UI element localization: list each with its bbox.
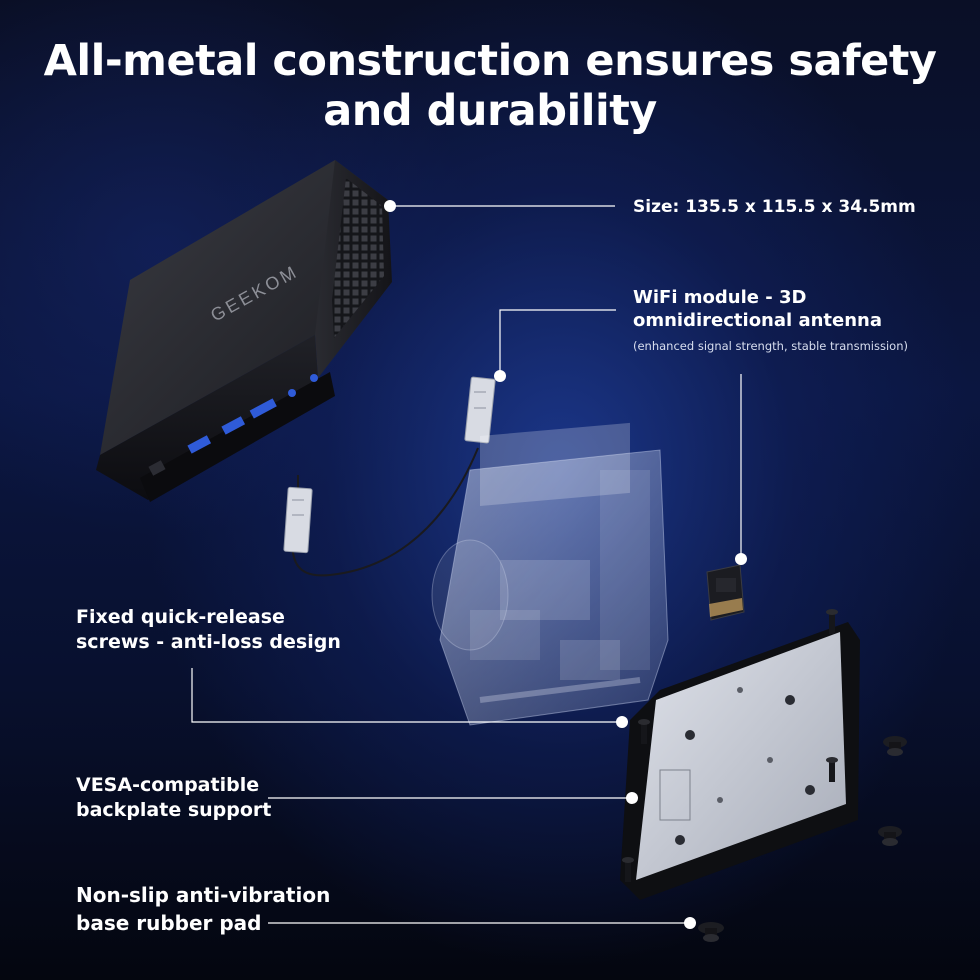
callout-pad-line-2: base rubber pad	[76, 911, 262, 935]
callout-wifi-note: (enhanced signal strength, stable transm…	[633, 339, 908, 353]
callout-wifi: WiFi module - 3D omnidirectional antenna	[633, 286, 882, 332]
rubber-pad-icon	[878, 826, 902, 846]
callout-wifi-line-2: omnidirectional antenna	[633, 310, 883, 331]
chassis-top	[100, 160, 388, 455]
usb-port-icon	[187, 435, 212, 454]
captive-screw-icon	[638, 719, 650, 744]
chassis-front	[96, 335, 330, 500]
audio-jack-icon	[288, 389, 296, 397]
rubber-pad-icon	[883, 736, 907, 756]
callout-size: Size: 135.5 x 115.5 x 34.5mm	[633, 195, 916, 220]
front-ports	[148, 374, 318, 476]
callout-screws: Fixed quick-release screws - anti-loss d…	[76, 605, 341, 655]
callout-vesa: VESA-compatible backplate support	[76, 773, 271, 823]
vesa-backplate	[620, 609, 860, 900]
wifi-antenna-assembly	[283, 376, 496, 577]
antenna-2-icon	[464, 376, 496, 444]
captive-screw-icon	[826, 609, 838, 634]
motherboard	[431, 422, 669, 726]
antenna-1-icon	[283, 486, 313, 554]
captive-screw-icon	[622, 857, 634, 882]
wifi-card	[706, 564, 745, 621]
headline-line-2: and durability	[323, 86, 657, 136]
callout-leader-lines	[191, 205, 742, 924]
mini-pc-chassis: GEEKOM	[96, 160, 392, 502]
usb-port-icon	[249, 398, 277, 419]
callout-screws-line-1: Fixed quick-release	[76, 606, 285, 628]
callout-vesa-line-1: VESA-compatible	[76, 774, 260, 796]
callout-pad: Non-slip anti-vibration base rubber pad	[76, 881, 330, 937]
callout-wifi-line-1: WiFi module - 3D	[633, 287, 807, 308]
captive-screw-icon	[826, 757, 838, 782]
headline-line-1: All-metal construction ensures safety	[43, 36, 937, 86]
usb-port-icon	[221, 416, 246, 435]
headline: All-metal construction ensures safety an…	[0, 36, 980, 136]
power-button-icon	[310, 374, 318, 382]
callout-pad-line-1: Non-slip anti-vibration	[76, 883, 331, 907]
callout-dots	[384, 200, 747, 929]
callout-size-text: Size: 135.5 x 115.5 x 34.5mm	[633, 197, 916, 217]
rubber-pad-icon	[698, 922, 724, 942]
callout-vesa-line-2: backplate support	[76, 799, 272, 821]
chassis-vent-grille-icon	[332, 178, 384, 338]
callout-screws-line-2: screws - anti-loss design	[76, 631, 341, 653]
